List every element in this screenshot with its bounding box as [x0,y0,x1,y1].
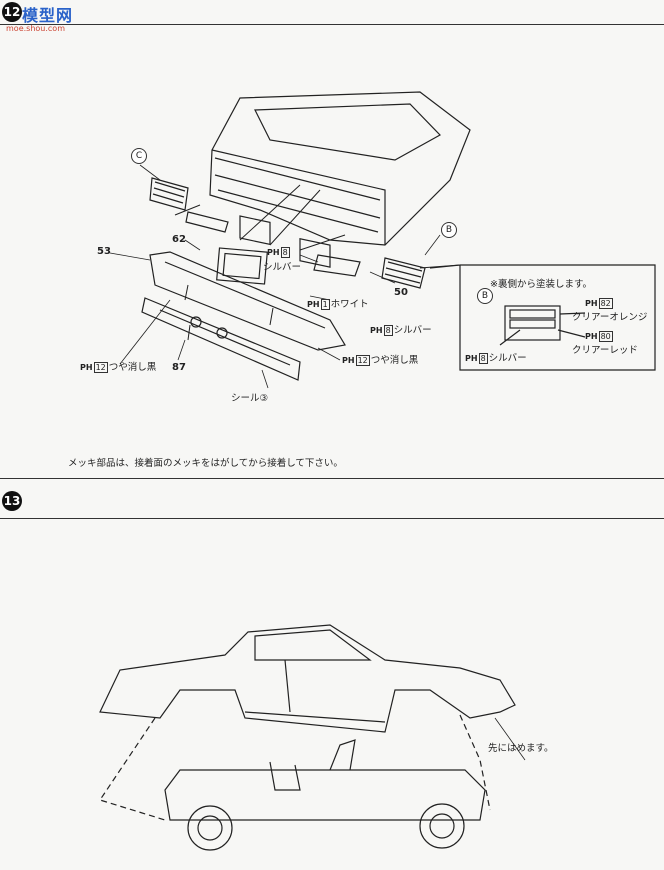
callout-c: C [131,148,147,164]
wheel-rear [187,805,233,851]
wheel-front [419,803,465,849]
chassis [164,769,486,821]
callout-b-detail: B [477,288,493,304]
label-silver-top-text: シルバー [263,262,302,273]
lamp-b [381,257,426,289]
label-clear-orange: クリアーオレンジ [572,312,648,323]
step-13-divider [0,518,664,519]
car-front-body [209,91,471,246]
logo-text: 模型网 [22,6,74,25]
step-12-note: メッキ部品は、接着面のメッキをはがしてから接着して下さい。 [68,458,343,469]
part-53: 53 [97,246,111,257]
label-clear-red: クリアーレッド [572,345,638,356]
section-divider [0,478,664,479]
valance [141,297,301,381]
part-50: 50 [394,287,408,298]
detail-note: ※裏側から塗装します。 [490,279,593,290]
step-13-note: 先にはめます。 [488,743,554,754]
car-body-side [99,624,516,733]
detail-box-frame [429,264,656,371]
callout-b: B [441,222,457,238]
step-13-badge: 13 [2,491,22,511]
logo-url: moe.shou.com [6,24,65,33]
bumper [149,251,346,351]
detail-lamp [504,305,561,341]
part-87: 87 [172,362,186,373]
label-seal: シール③ [231,393,269,404]
lamp-c [149,177,189,211]
site-logo: 12 模型网 moe.shou.com [0,0,86,36]
step-12-badge: 12 [2,2,22,22]
part-62: 62 [172,234,186,245]
step-12-divider [0,24,664,25]
